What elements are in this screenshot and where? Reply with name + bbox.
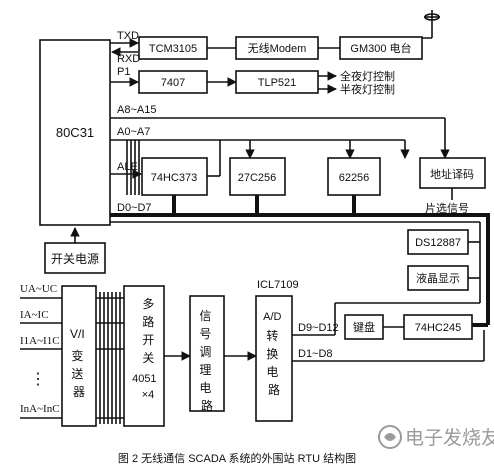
adc-chip-label: ICL7109 bbox=[257, 279, 299, 291]
opto-tlp521-label: TLP521 bbox=[258, 77, 297, 89]
eprom-27c256-label: 27C256 bbox=[238, 172, 277, 184]
radio-label: GM300 电台 bbox=[350, 41, 411, 55]
txd-label: TXD bbox=[117, 30, 139, 42]
tcm3105-label: TCM3105 bbox=[149, 43, 197, 55]
input-i1a-i1c: I1A~I1C bbox=[20, 335, 60, 347]
ale-label: ALE bbox=[117, 161, 138, 173]
decoder-label: 地址译码 bbox=[430, 167, 474, 181]
adc-box bbox=[255, 295, 293, 422]
addr-low-label: A0~A7 bbox=[117, 126, 150, 138]
input-ina-inc: InA~InC bbox=[20, 403, 60, 415]
figure-caption: 图 2 无线通信 SCADA 系统的外围站 RTU 结构图 bbox=[118, 451, 356, 465]
adc-out-low-label: D1~D8 bbox=[298, 348, 333, 360]
lcd-box bbox=[407, 265, 469, 291]
decoder-box bbox=[419, 157, 486, 189]
lcd-label: 液晶显示 bbox=[416, 271, 460, 285]
addr-high-label: A8~A15 bbox=[117, 104, 156, 116]
keyboard-label: 键盘 bbox=[353, 320, 375, 334]
half-night-label: 半夜灯控制 bbox=[340, 82, 395, 96]
keyboard-box bbox=[344, 314, 384, 340]
adc-out-high-label: D9~D12 bbox=[298, 322, 339, 334]
sram-62256-box bbox=[327, 157, 381, 196]
data-bus-label: D0~D7 bbox=[117, 202, 152, 214]
adc-label: A/D 转 换 电 路 bbox=[263, 309, 285, 397]
chip-select-label: 片选信号 bbox=[425, 202, 469, 215]
rxd-label: RXD bbox=[117, 53, 140, 65]
driver-7407-label: 7407 bbox=[161, 77, 185, 89]
watermark-logo: 电子发烧友 bbox=[378, 425, 494, 449]
all-night-label: 全夜灯控制 bbox=[340, 69, 395, 83]
vi-to-mux-lines bbox=[96, 292, 124, 424]
power-box bbox=[44, 242, 106, 274]
opto-tlp521-box bbox=[235, 70, 319, 94]
latch-74hc373-label: 74HC373 bbox=[151, 172, 197, 184]
rtc-ds12887-box bbox=[407, 229, 469, 255]
latch-74hc373-box bbox=[141, 157, 208, 196]
watermark-text: 电子发烧友 bbox=[405, 427, 494, 449]
vi-conv-box bbox=[61, 285, 97, 427]
input-dots: ⋮ bbox=[30, 371, 46, 388]
modem-label: 无线Modem bbox=[248, 41, 307, 55]
cond-box bbox=[189, 295, 225, 412]
cond-label: 信 号 调 理 电 路 bbox=[199, 309, 214, 413]
mux-box bbox=[123, 285, 165, 427]
input-ua-uc: UA~UC bbox=[20, 283, 57, 295]
cpu-80c31-box bbox=[39, 39, 111, 226]
input-ia-ic: IA~IC bbox=[20, 309, 49, 321]
vi-conv-label: V/I 变 送 器 bbox=[70, 327, 88, 399]
transceiver-74hc245-label: 74HC245 bbox=[415, 322, 461, 334]
latch-input-lines bbox=[126, 140, 140, 195]
eprom-27c256-box bbox=[229, 157, 286, 196]
p1-label: P1 bbox=[117, 66, 130, 78]
power-label: 开关电源 bbox=[51, 252, 99, 266]
mux-label: 多 路 开 关 4051 ×4 bbox=[132, 297, 160, 401]
sram-62256-label: 62256 bbox=[339, 172, 370, 184]
cpu-label: 80C31 bbox=[56, 125, 94, 140]
radio-box bbox=[339, 36, 423, 60]
rtc-ds12887-label: DS12887 bbox=[415, 237, 461, 249]
